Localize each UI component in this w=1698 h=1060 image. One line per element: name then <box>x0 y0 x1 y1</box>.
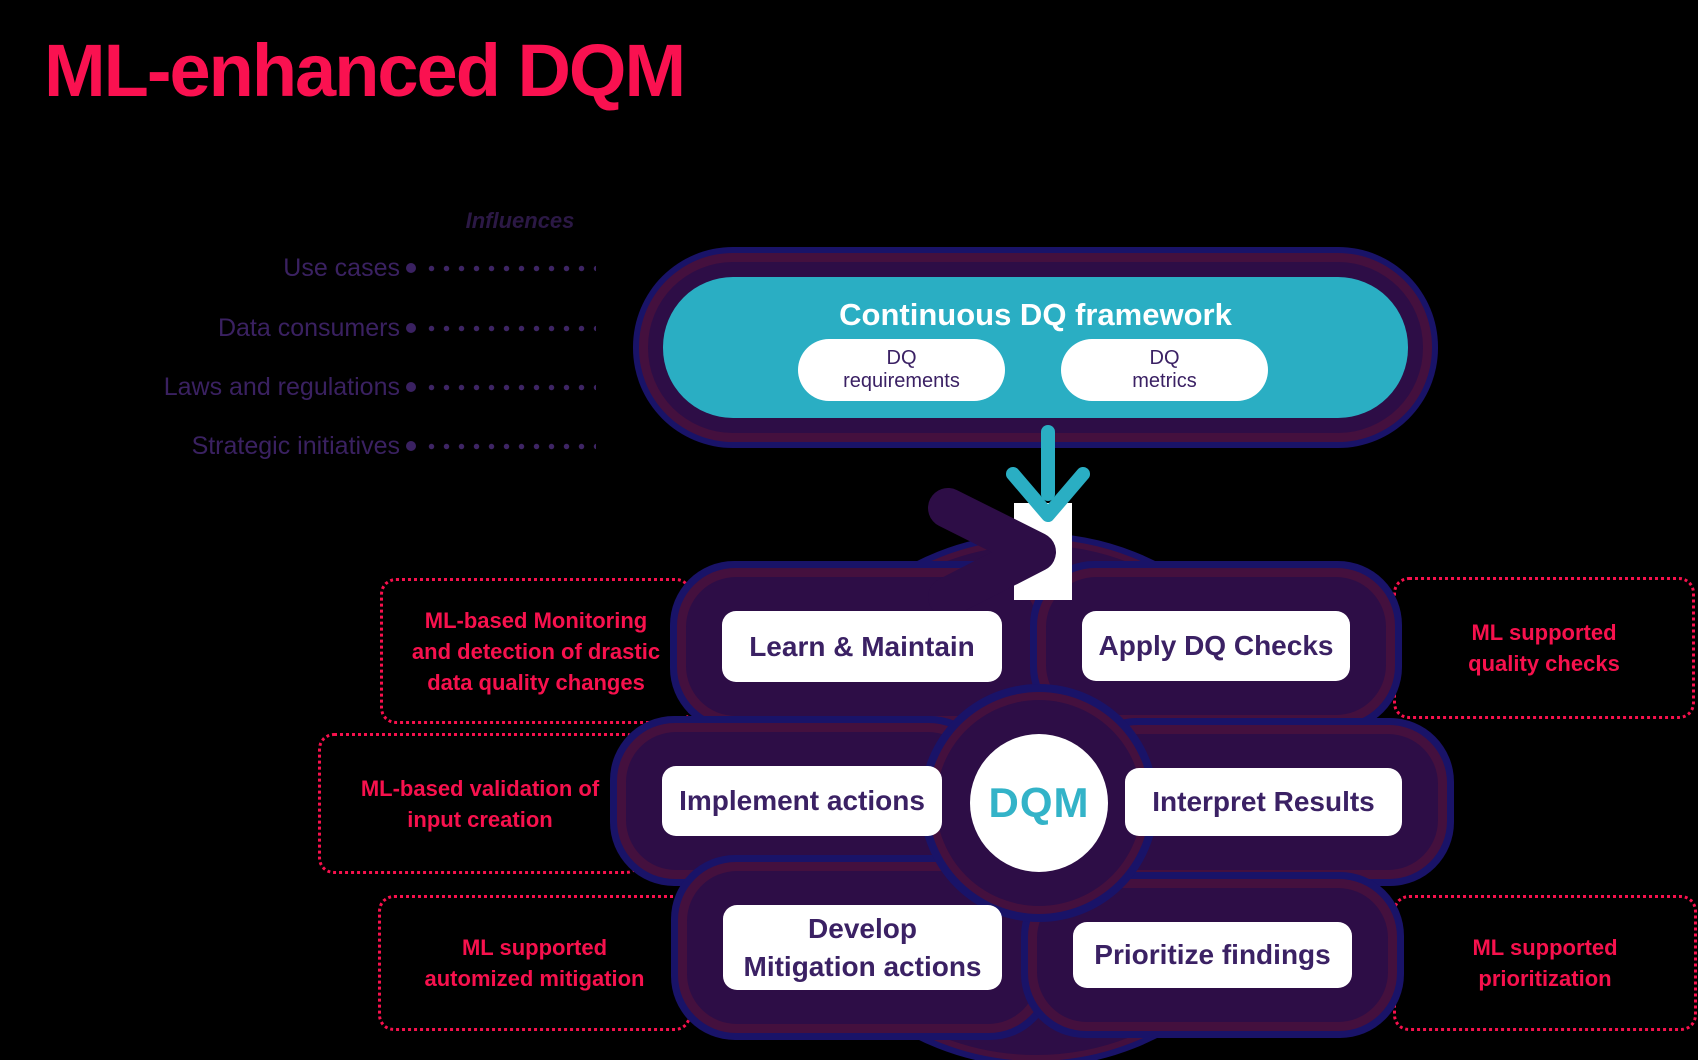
pill-line: requirements <box>843 370 960 392</box>
step-apply-dq-checks: Apply DQ Checks <box>1082 611 1350 681</box>
page-title: ML-enhanced DQM <box>44 29 686 112</box>
annotation-line: ML-based Monitoring <box>424 607 648 633</box>
step-learn-maintain: Learn & Maintain <box>722 611 1002 682</box>
bullet-dot-icon <box>406 441 416 451</box>
influence-label-strategic-initiatives: Strategic initiatives <box>191 432 400 460</box>
step-label: Interpret Results <box>1152 786 1375 817</box>
bullet-dot-icon <box>406 323 416 333</box>
dqm-label: DQM <box>988 779 1090 826</box>
influences-heading: Influences <box>465 208 575 233</box>
continuous-dq-framework-box: Continuous DQ framework DQ requirements … <box>663 277 1408 418</box>
step-label-line: Develop <box>808 912 917 944</box>
step-label: Prioritize findings <box>1094 939 1331 970</box>
annotation-line: ML supported <box>1472 935 1618 960</box>
annotation-ml-mitigation: ML supported automized mitigation <box>378 895 691 1031</box>
annotation-line: prioritization <box>1478 966 1612 991</box>
annotation-line: data quality changes <box>427 669 645 695</box>
pill-line: metrics <box>1132 370 1197 392</box>
cycle-arrowhead-icon <box>928 488 1056 617</box>
annotation-ml-monitoring: ML-based Monitoring and detection of dra… <box>380 578 692 724</box>
annotation-line: automized mitigation <box>424 966 645 991</box>
step-implement-actions: Implement actions <box>662 766 942 836</box>
annotation-line: ML-based validation of <box>360 775 600 801</box>
ring-gap <box>1014 503 1072 600</box>
dq-requirements-pill: DQ requirements <box>798 339 1005 401</box>
step-develop-mitigation-actions: Develop Mitigation actions <box>723 905 1002 990</box>
annotation-ml-quality-checks: ML supported quality checks <box>1393 577 1695 719</box>
annotation-line: quality checks <box>1468 651 1620 676</box>
step-label-line: Mitigation actions <box>743 950 982 982</box>
annotation-ml-prioritization: ML supported prioritization <box>1393 895 1697 1031</box>
dotted-connector-line <box>424 443 596 450</box>
pill-line: DQ <box>1149 347 1180 369</box>
annotation-ml-validation: ML-based validation of input creation <box>318 733 642 874</box>
dotted-connector-line <box>424 384 596 391</box>
influence-label-data-consumers: Data consumers <box>217 314 400 342</box>
annotation-line: input creation <box>407 806 553 832</box>
dq-metrics-pill: DQ metrics <box>1061 339 1268 401</box>
bullet-dot-icon <box>406 382 416 392</box>
step-label: Apply DQ Checks <box>1098 630 1334 661</box>
annotation-line: and detection of drastic <box>411 638 661 664</box>
step-label: Implement actions <box>679 785 925 816</box>
step-interpret-results: Interpret Results <box>1125 768 1402 836</box>
step-label: Learn & Maintain <box>749 630 975 662</box>
down-arrow-icon <box>1006 425 1090 522</box>
dotted-connector-line <box>424 325 596 332</box>
dqm-center-badge: DQM <box>970 734 1108 872</box>
influence-label-use-cases: Use cases <box>283 254 400 282</box>
bullet-dot-icon <box>406 263 416 273</box>
dotted-connector-line <box>424 265 596 272</box>
annotation-line: ML supported <box>461 935 608 960</box>
pill-line: DQ <box>886 347 917 369</box>
framework-title: Continuous DQ framework <box>839 297 1232 332</box>
step-prioritize-findings: Prioritize findings <box>1073 922 1352 988</box>
influence-label-laws-regulations: Laws and regulations <box>163 373 400 401</box>
annotation-line: ML supported <box>1471 620 1617 645</box>
